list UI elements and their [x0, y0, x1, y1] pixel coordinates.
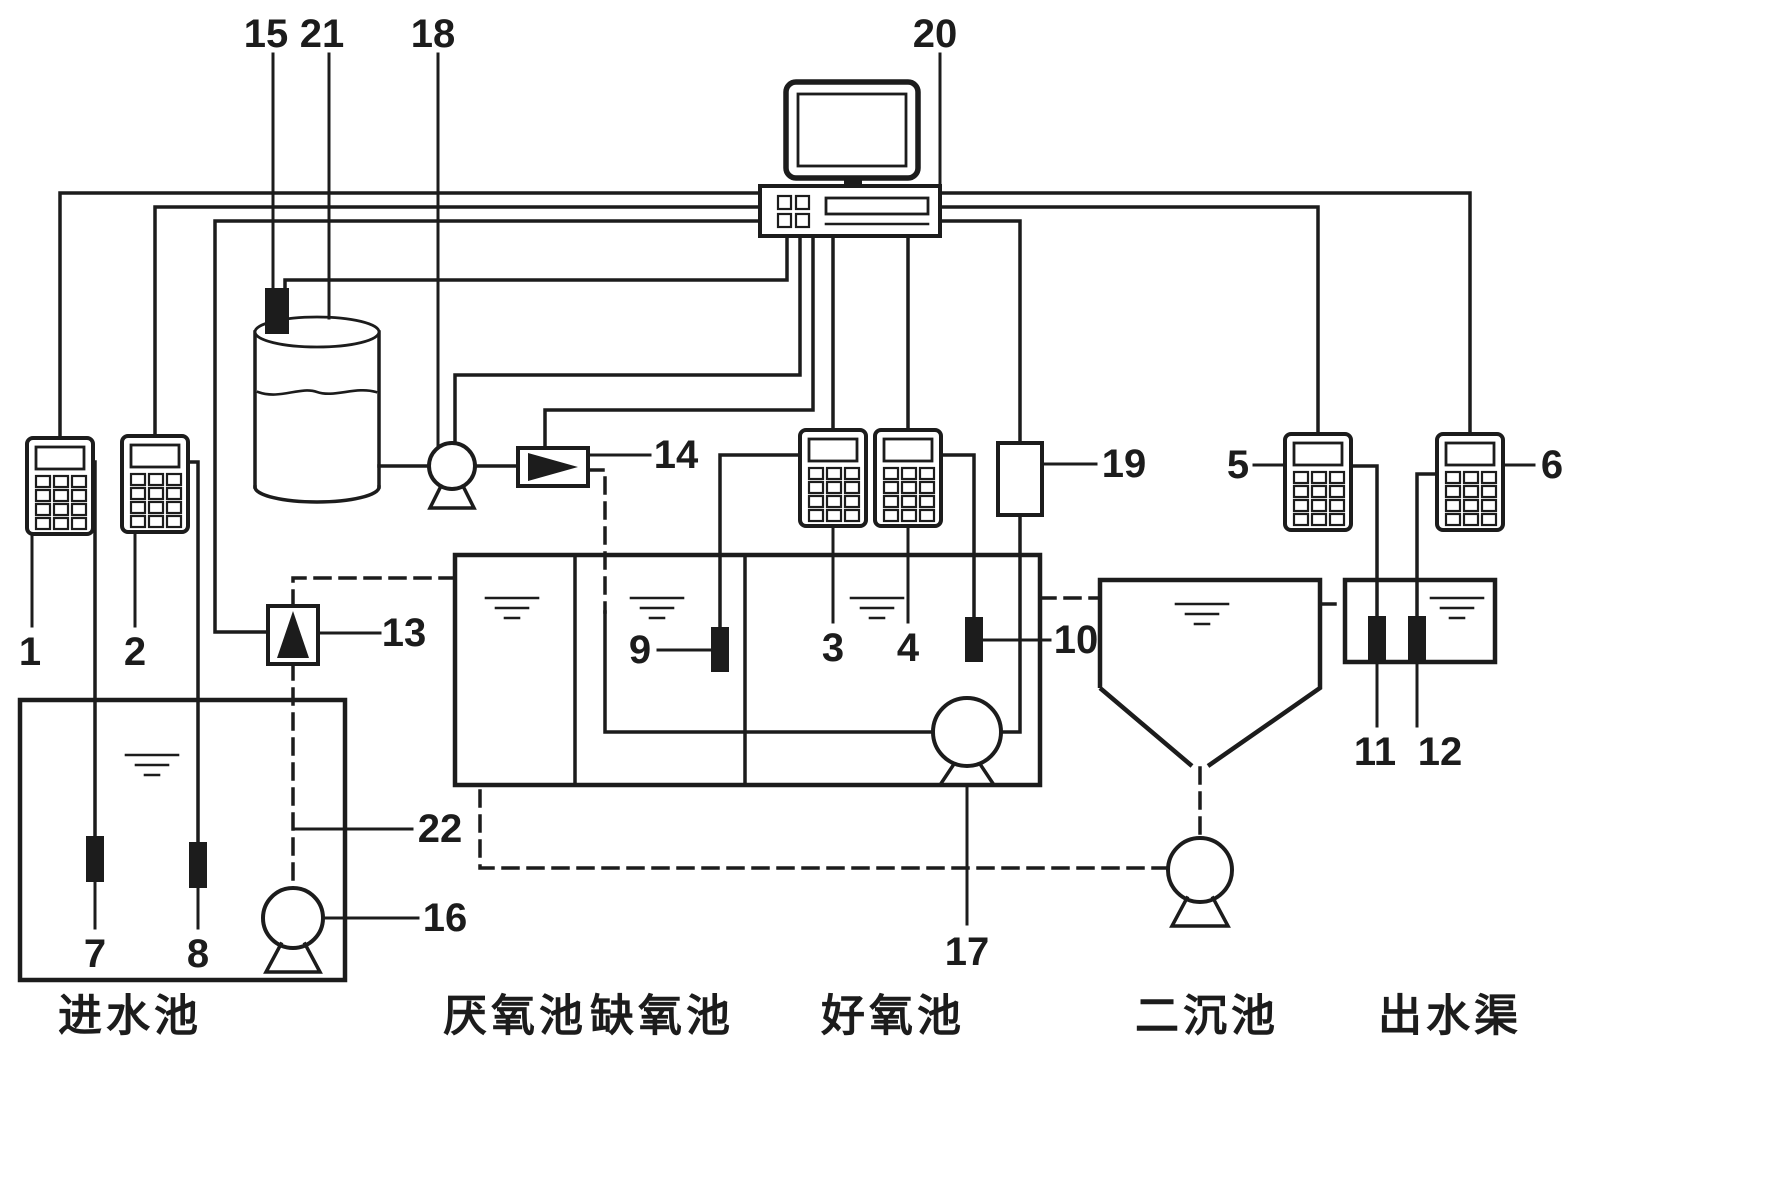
callout-4: 4	[897, 626, 920, 670]
wire-relay-19	[938, 219, 1022, 445]
callout-8: 8	[187, 932, 209, 976]
controller-box-keys	[776, 194, 811, 229]
waterline-clarifier-icon	[1174, 602, 1230, 626]
controller-box-display	[824, 196, 930, 216]
monitor-screen	[796, 92, 908, 168]
callout-6: 6	[1541, 443, 1563, 487]
sludge-pump	[1166, 836, 1234, 904]
outlet-channel	[1342, 577, 1498, 665]
callout-13: 13	[382, 611, 427, 655]
recycle-pump-17	[931, 696, 1003, 768]
callout-18: 18	[411, 12, 456, 56]
waterline-aerobic-icon	[849, 596, 905, 620]
meters	[25, 428, 1505, 536]
pipe-sludge-return	[478, 783, 1170, 870]
callout-20: 20	[913, 12, 958, 56]
piping	[291, 464, 1347, 890]
inlet-pool	[17, 697, 348, 983]
waterline-anaerobic-icon	[484, 596, 540, 620]
probe-9	[711, 627, 729, 672]
callout-5: 5	[1227, 443, 1249, 487]
valve-14-icon	[528, 453, 578, 481]
dosing-pump-18	[427, 441, 477, 491]
basin-label-aerobic: 好氧池	[820, 992, 965, 1041]
dosing-tank-bottom	[253, 485, 381, 504]
controller-4	[873, 428, 943, 528]
bioreactor-tank	[452, 552, 1043, 788]
probe-11	[1368, 616, 1386, 660]
basin-label-outlet: 出水渠	[1378, 992, 1522, 1041]
callout-17: 17	[945, 930, 990, 974]
pipe-internal-recycle	[603, 610, 935, 734]
basin-label-anoxic: 缺氧池	[590, 992, 734, 1041]
probe-10	[965, 617, 983, 662]
level-sensor-15	[265, 288, 289, 334]
callout-14: 14	[654, 433, 699, 477]
wire-valve-13	[213, 219, 762, 634]
vessels	[17, 552, 1498, 983]
probe-7	[86, 836, 104, 882]
callout-1: 1	[19, 630, 41, 674]
scada-computer-20	[758, 79, 942, 238]
dosing-pump-18-foot	[427, 483, 477, 510]
callout-9: 9	[629, 628, 651, 672]
wire-probe-8	[186, 460, 200, 844]
callout-3: 3	[822, 626, 844, 670]
callout-10: 10	[1054, 618, 1099, 662]
basin-label-inlet: 进水池	[58, 992, 202, 1041]
wire-valve-14	[543, 234, 815, 450]
basin-label-clarifier: 二沉池	[1135, 992, 1279, 1041]
wire-probe-12	[1415, 472, 1439, 618]
probes	[86, 616, 1426, 888]
waterline-anoxic-icon	[629, 596, 685, 620]
sludge-pump-foot	[1169, 895, 1231, 928]
leader-lines	[30, 52, 1536, 930]
callout-19: 19	[1102, 442, 1147, 486]
wire-pump-18	[453, 234, 802, 446]
controller-1	[25, 436, 95, 536]
wire-relay19-pump17	[999, 513, 1022, 734]
feed-pump-16-foot	[263, 941, 323, 974]
wire-probe-9	[718, 453, 802, 629]
feed-pump-16	[261, 886, 325, 950]
controller-2	[120, 434, 190, 534]
probe-8	[189, 842, 207, 888]
waterline-outlet-icon	[1429, 596, 1485, 620]
secondary-clarifier	[1097, 577, 1323, 768]
pipe-feed-to-anaerobic	[291, 576, 457, 608]
waterline-inlet-icon	[124, 753, 180, 777]
wire-controller-2	[153, 205, 762, 438]
wire-probe-10	[939, 453, 976, 619]
monitor-stand	[844, 178, 862, 187]
callout-2: 2	[124, 630, 146, 674]
callout-22: 22	[418, 807, 463, 851]
wire-controller-5	[938, 205, 1320, 436]
callout-7: 7	[84, 932, 106, 976]
wire-controller-6	[938, 191, 1472, 436]
callout-numbers: 1 2 3 4 5 6 7 8 9 10 11 12 13 14 15 16 1…	[19, 12, 1563, 976]
controller-5	[1283, 432, 1353, 532]
pumps-valves	[261, 441, 1234, 974]
probe-12	[1408, 616, 1426, 660]
dosing-tank-21	[253, 288, 381, 504]
callout-11: 11	[1354, 730, 1396, 774]
callout-16: 16	[423, 896, 468, 940]
pipe-carbon-dosing	[586, 468, 607, 614]
basin-label-anaerobic: 厌氧池	[443, 992, 587, 1041]
callout-12: 12	[1418, 730, 1463, 774]
callout-21: 21	[300, 12, 345, 56]
dosing-tank-liquid-level	[256, 389, 378, 396]
wire-controller-1	[58, 191, 762, 440]
controller-3	[798, 428, 868, 528]
basin-labels: 进水池 厌氧池 缺氧池 好氧池 二沉池 出水渠	[58, 992, 1522, 1041]
valve-13-icon	[277, 611, 309, 658]
wire-level-sensor-15	[283, 234, 789, 290]
wire-probe-11	[1349, 464, 1379, 618]
relay-19	[996, 441, 1044, 517]
callout-15: 15	[244, 12, 289, 56]
controller-6	[1435, 432, 1505, 532]
